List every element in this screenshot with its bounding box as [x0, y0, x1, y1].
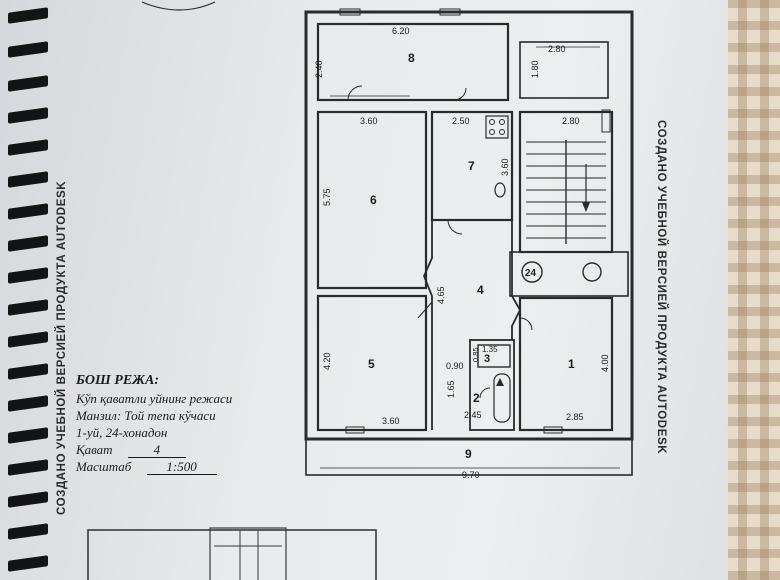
sink-icon [494, 182, 506, 198]
burner-icon [489, 119, 495, 125]
corridor-wall-right [511, 220, 522, 340]
second-plan-block [209, 527, 287, 580]
window-icon [339, 8, 361, 16]
scale-value: 1:500 [146, 460, 217, 475]
floor-label: Қават [76, 442, 113, 457]
scale-label: Масштаб [76, 459, 132, 474]
dim-label: 3.60 [500, 158, 510, 176]
room-1-outline [518, 296, 614, 432]
apartment-number: 24 [525, 268, 537, 279]
room-9-outline [305, 438, 633, 476]
door-swing-icon [417, 301, 433, 319]
landing-outline [509, 251, 629, 297]
window-icon [543, 426, 563, 434]
door-swing-icon [447, 219, 463, 235]
fixture-marker-icon [496, 378, 504, 386]
dim-label: 2.45 [464, 410, 482, 420]
address-line: Манзил: Той тепа кўчаси [76, 408, 216, 423]
room-number: 6 [370, 193, 377, 207]
room-number: 8 [408, 51, 415, 65]
dim-label: 0.90 [446, 361, 464, 371]
scale-row: Масштаб 1:500 [76, 458, 306, 475]
dim-label: 4.65 [436, 286, 446, 304]
dim-label: 1.80 [530, 60, 540, 78]
unit-line: 1-уй, 24-хонадон [76, 425, 168, 440]
stair-arrow-head-icon [582, 202, 590, 212]
second-plan-outline [87, 529, 377, 580]
room-number: 1 [568, 357, 575, 371]
bathtub-icon [493, 373, 511, 423]
room-7-outline [430, 110, 514, 222]
room-number: 5 [368, 357, 375, 371]
dim-label: 2.40 [314, 60, 324, 78]
corridor-wall-left [423, 220, 433, 430]
dim-label: 3.60 [360, 116, 378, 126]
dim-label: 2.85 [566, 412, 584, 422]
room-number: 9 [465, 447, 472, 461]
dim-label: 1.35 [482, 345, 498, 354]
bathroom-outline [469, 339, 515, 431]
title-line: Кўп қаватли уйнинг режаси [76, 391, 233, 406]
dim-label: 4.00 [600, 354, 610, 372]
decorative-arc [141, 1, 216, 11]
burner-icon [499, 129, 505, 135]
room-8-outline [316, 22, 510, 102]
door-swing-icon [453, 87, 467, 101]
floor-value: 4 [127, 443, 186, 458]
dim-label: 4.20 [322, 352, 332, 370]
balcony-outline [519, 41, 609, 99]
burner-icon [499, 119, 505, 125]
room-number: 3 [484, 353, 490, 365]
room-number: 4 [477, 283, 484, 297]
title-block: БОШ РЕЖА: Кўп қаватли уйнинг режаси Манз… [76, 372, 306, 475]
room-number: 7 [468, 159, 475, 173]
dim-label: 0.85 [471, 347, 480, 362]
floor-row: Қават 4 [76, 441, 306, 458]
dim-label: 5.75 [322, 188, 332, 206]
shaft-icon [582, 262, 602, 282]
dim-label: 2.80 [562, 116, 580, 126]
dim-label: 6.20 [392, 26, 410, 36]
window-icon [439, 8, 461, 16]
door-swing-icon [479, 387, 491, 399]
window-icon [601, 109, 611, 133]
door-swing-icon [519, 317, 533, 331]
stove-icon [485, 115, 509, 139]
dim-label: 2.80 [548, 44, 566, 54]
room-6-outline [316, 110, 428, 290]
window-icon [345, 426, 365, 434]
dim-label: 9.70 [462, 470, 480, 480]
dim-label: 1.65 [446, 380, 456, 398]
door-swing-icon [347, 85, 363, 101]
wc-outline [477, 344, 511, 368]
room-5-outline [316, 294, 428, 432]
paper-sheet [0, 0, 728, 580]
room-number: 2 [473, 391, 480, 405]
apartment-number-badge [521, 261, 543, 283]
title-heading: БОШ РЕЖА: [76, 373, 160, 388]
dim-label: 3.60 [382, 416, 400, 426]
burner-icon [489, 129, 495, 135]
dim-label: 2.50 [452, 116, 470, 126]
